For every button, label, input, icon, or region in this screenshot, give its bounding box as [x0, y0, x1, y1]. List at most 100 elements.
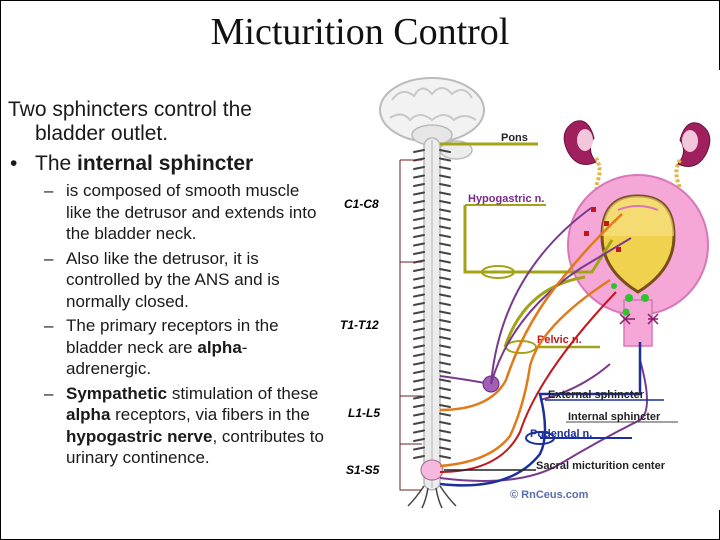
nerve-rootlet-left: [413, 276, 425, 281]
sub-bullet-4: Sympathetic stimulation of these alpha r…: [8, 383, 326, 469]
nerve-rootlet-right: [439, 217, 451, 221]
segment-label-cervical: C1-C8: [344, 197, 379, 211]
nerve-rootlet-right: [439, 302, 451, 306]
nerve-rootlet-left: [413, 387, 425, 391]
nerve-rootlet-left: [413, 174, 425, 179]
copyright-text: © RnCeus.com: [510, 489, 589, 501]
external-sphincter-fibers: [619, 313, 659, 325]
intro-line-1: Two sphincters control the: [8, 98, 252, 121]
nerve-rootlet-right: [439, 404, 451, 408]
nerve-rootlet-left: [413, 429, 425, 434]
nerve-rootlet-right: [439, 370, 451, 374]
sub-bullet-4-mid-2: receptors, via fibers in the: [110, 405, 310, 424]
nerve-rootlet-left: [413, 412, 425, 417]
nerve-rootlet-right: [439, 225, 451, 230]
sub-bullet-3: The primary receptors in the bladder nec…: [8, 315, 326, 380]
kidney-right-icon: [677, 122, 711, 167]
nerve-rootlet-left: [413, 251, 425, 255]
nerve-rootlet-right: [439, 327, 451, 332]
nerve-rootlet-right: [439, 429, 451, 434]
nerve-rootlet-left: [413, 208, 425, 213]
intro-line-2: bladder outlet.: [35, 122, 169, 145]
segment-label-sacral: S1-S5: [346, 463, 380, 477]
intro-paragraph: Two sphincters control the bladder outle…: [8, 98, 326, 146]
detrusor-nodes: [584, 207, 621, 252]
sacral-center-node: [420, 459, 444, 481]
nerve-rootlet-left: [413, 217, 425, 221]
slide-body: Two sphincters control the bladder outle…: [8, 98, 326, 472]
sub-bullet-4-bold-3: hypogastric nerve: [66, 426, 213, 446]
nerve-rootlet-left: [413, 149, 425, 153]
nerve-rootlet-right: [439, 174, 451, 179]
bullet-internal-sphincter: The internal sphincter: [8, 152, 326, 176]
label-pons: Pons: [501, 132, 528, 144]
nerve-rootlet-right: [439, 446, 451, 451]
sub-bullet-4-bold-1: Sympathetic: [66, 383, 168, 403]
spinal-cord: [407, 137, 457, 509]
nerve-rootlet-right: [439, 387, 451, 391]
label-sacral-center: Sacral micturition center: [536, 460, 666, 472]
nerve-rootlet-right: [439, 378, 451, 383]
nerve-rootlet-left: [413, 344, 425, 349]
nerve-rootlet-right: [439, 276, 451, 281]
nerve-rootlet-left: [413, 446, 425, 451]
nerve-rootlet-right: [439, 268, 451, 272]
sympathetic-fiber: [490, 207, 592, 385]
sub-bullet-4-bold-2: alpha: [66, 405, 111, 424]
nerve-rootlet-left: [413, 191, 425, 196]
bladder-icon: [567, 174, 709, 347]
nerve-rootlet-right: [439, 455, 451, 459]
nerve-rootlet-left: [413, 302, 425, 306]
nerve-rootlet-left: [413, 438, 425, 442]
sub-bullet-3-post: -adrenergic.: [66, 337, 248, 379]
nerve-rootlet-right: [439, 183, 451, 187]
red-fiber: [439, 291, 617, 473]
label-internal-sphincter: Internal sphincter: [568, 411, 661, 423]
nerve-rootlet-left: [413, 234, 425, 238]
sub-bullet-3-bold: alpha: [197, 337, 242, 357]
nerve-rootlet-left: [413, 242, 425, 247]
sub-bullet-4-mid-1: stimulation of these: [167, 383, 319, 403]
bullet-bold: internal sphincter: [77, 152, 254, 175]
pudendal-nerve: [439, 342, 642, 487]
nerve-rootlet-left: [413, 310, 425, 315]
pudendal-ganglion: [525, 431, 555, 445]
nerve-rootlet-right: [439, 149, 451, 153]
nerve-rootlet-left: [413, 225, 425, 230]
nerve-rootlet-right: [439, 438, 451, 442]
nerve-rootlet-right: [439, 234, 451, 238]
orange-fiber-upper: [439, 213, 623, 412]
nerve-rootlet-right: [439, 157, 451, 162]
nerve-rootlet-left: [413, 455, 425, 459]
nerve-rootlet-left: [413, 421, 425, 425]
nerve-rootlet-right: [439, 319, 451, 323]
nerve-rootlet-left: [413, 327, 425, 332]
nerve-rootlet-left: [413, 404, 425, 408]
segment-brackets: [399, 159, 422, 491]
nerve-rootlet-right: [439, 336, 451, 340]
segment-label-lumbar: L1-L5: [348, 406, 380, 420]
slide-title: Micturition Control: [210, 11, 510, 53]
sub-bullet-2: Also like the detrusor, it is controlled…: [8, 248, 326, 313]
sub-bullet-4-post: , contributes to urinary continence.: [66, 426, 324, 468]
label-external-sphincter: External sphincter: [548, 389, 645, 401]
nerve-rootlet-left: [413, 285, 425, 289]
nerve-rootlet-left: [413, 183, 425, 187]
nerve-rootlet-right: [439, 191, 451, 196]
nerve-rootlet-left: [413, 336, 425, 340]
nerve-rootlet-right: [439, 412, 451, 417]
nerve-rootlet-right: [439, 200, 451, 204]
sub-bullet-2-text: Also like the detrusor, it is controlled…: [66, 248, 280, 311]
nerve-rootlet-left: [413, 361, 425, 366]
ureter-right: [672, 158, 682, 206]
nerve-rootlet-right: [439, 242, 451, 247]
nerve-rootlet-right: [439, 353, 451, 357]
nerve-rootlet-left: [413, 268, 425, 272]
nerve-rootlet-right: [439, 421, 451, 425]
hypogastric-ganglion: [481, 265, 515, 279]
sub-bullet-3-pre: The primary receptors in the bladder nec…: [66, 316, 279, 357]
nerve-rootlet-right: [439, 166, 451, 170]
receptor-nodes: [611, 283, 649, 316]
segment-label-thoracic: T1-T12: [340, 318, 379, 332]
kidney-left-icon: [563, 120, 597, 165]
